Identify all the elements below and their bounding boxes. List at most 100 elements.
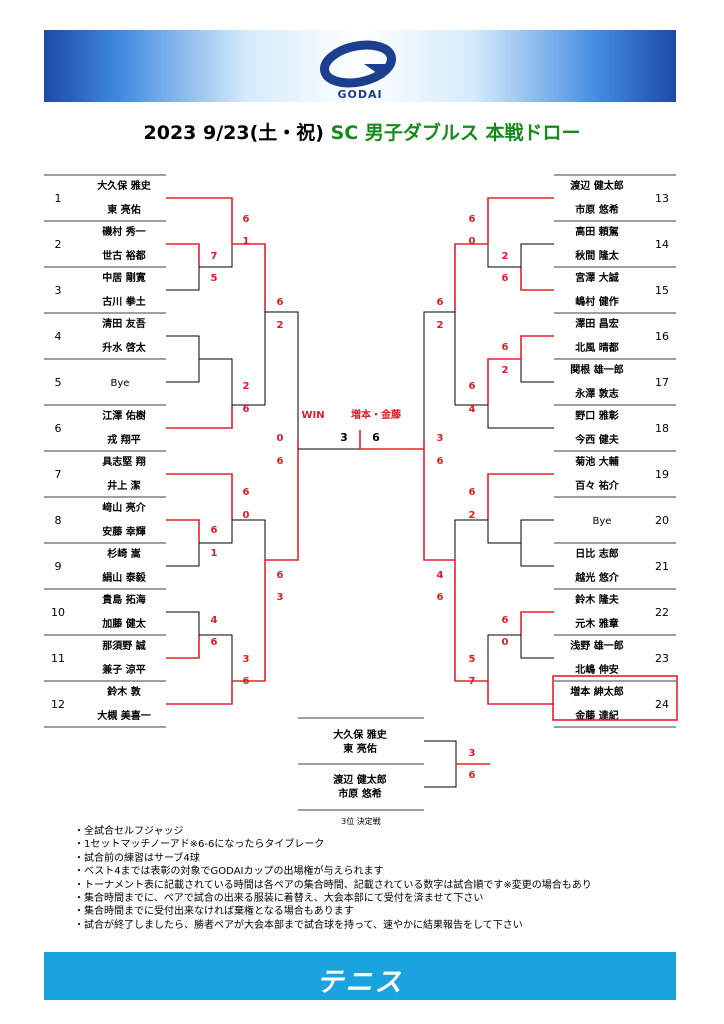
player-name: 大槻 美喜一 bbox=[97, 709, 150, 722]
player-name: 加藤 健太 bbox=[101, 617, 146, 630]
score-label: 6 bbox=[277, 456, 284, 467]
bracket-line bbox=[199, 358, 233, 405]
footer-text: テニス bbox=[316, 967, 404, 998]
score-label: 1 bbox=[243, 236, 250, 247]
player-name: 渡辺 健太郎 bbox=[333, 773, 386, 786]
player-name: 越光 悠介 bbox=[574, 571, 619, 584]
seed-number: 11 bbox=[51, 652, 65, 665]
player-name: 宮澤 大誠 bbox=[575, 271, 618, 284]
score-label: 6 bbox=[437, 297, 444, 308]
score-label: 0 bbox=[277, 433, 284, 444]
bracket-line bbox=[454, 312, 488, 406]
score-label: 2 bbox=[502, 251, 509, 262]
seed-number: 23 bbox=[655, 652, 669, 665]
note-line: ・トーナメント表に記載されている時間は各ペアの集合時間、記載されている数字は試合… bbox=[74, 879, 592, 891]
player-name: 鈴木 隆夫 bbox=[575, 593, 619, 606]
bracket-line bbox=[166, 519, 200, 543]
player-name: 安藤 幸輝 bbox=[102, 525, 145, 538]
player-name: 秋間 隆太 bbox=[575, 249, 619, 262]
player-name: 具志堅 翔 bbox=[101, 455, 145, 468]
player-name: 中居 剛寛 bbox=[102, 271, 145, 284]
score-label: 2 bbox=[469, 510, 476, 521]
player-name: 嶋村 健作 bbox=[575, 295, 618, 308]
score-label: 5 bbox=[469, 654, 476, 665]
score-label: 6 bbox=[469, 381, 476, 392]
player-name: 澤田 昌宏 bbox=[575, 317, 618, 330]
note-line: ・試合が終了しましたら、勝者ペアが大会本部まで試合球を持って、速やかに結果報告を… bbox=[74, 919, 523, 931]
player-name: 兼子 涼平 bbox=[102, 663, 145, 676]
player-name: 日比 志郎 bbox=[575, 547, 618, 560]
player-name: 高田 頼駕 bbox=[575, 225, 618, 238]
score-label: 6 bbox=[211, 637, 218, 648]
bracket-line bbox=[232, 312, 266, 406]
seed-number: 17 bbox=[655, 376, 669, 389]
seed-number: 16 bbox=[655, 330, 669, 343]
player-name: 﨑山 亮介 bbox=[102, 501, 146, 514]
seed-number: 20 bbox=[655, 514, 669, 527]
score-label: 3 bbox=[277, 592, 284, 603]
score-label: 2 bbox=[437, 320, 444, 331]
player-name: 元木 雅章 bbox=[575, 617, 618, 630]
player-name: 市原 悠希 bbox=[575, 203, 618, 216]
bracket-line bbox=[423, 311, 455, 440]
score-label: 5 bbox=[211, 273, 218, 284]
bracket-line bbox=[520, 543, 554, 567]
seed-number: 7 bbox=[55, 468, 62, 481]
player-name: 東 亮佑 bbox=[107, 203, 140, 216]
footer-banner: テニス bbox=[44, 952, 676, 1000]
seed-number: 13 bbox=[655, 192, 669, 205]
bracket-line bbox=[232, 560, 266, 682]
bracket-line bbox=[265, 311, 299, 440]
score-label: 3 bbox=[469, 748, 476, 759]
score-label: 2 bbox=[277, 320, 284, 331]
bracket-line bbox=[487, 197, 554, 244]
score-label: 1 bbox=[211, 548, 218, 559]
seed-number: 1 bbox=[55, 192, 62, 205]
bracket-line bbox=[265, 440, 299, 561]
title-event: SC 男子ダブルス 本戦ドロー bbox=[330, 122, 581, 144]
bracket-line bbox=[454, 560, 488, 682]
score-label: 6 bbox=[243, 214, 250, 225]
champion-name: 増本・金藤 bbox=[351, 408, 402, 421]
score-label: 6 bbox=[469, 770, 476, 781]
bracket-line bbox=[520, 635, 554, 659]
player-name: 菊池 大輔 bbox=[575, 455, 618, 468]
player-name: 増本 紳太郎 bbox=[570, 685, 623, 698]
player-name: 磯村 秀一 bbox=[102, 225, 145, 238]
third-place-label: 3位 決定戦 bbox=[341, 816, 381, 826]
score-label: 6 bbox=[502, 615, 509, 626]
seed-number: 4 bbox=[55, 330, 62, 343]
bracket-line bbox=[166, 267, 200, 291]
player-name: 百々 祐介 bbox=[575, 479, 619, 492]
bracket-line bbox=[520, 243, 554, 267]
bracket-line bbox=[487, 244, 521, 268]
score-label: 0 bbox=[469, 236, 476, 247]
bracket-line bbox=[166, 405, 233, 429]
player-name: 関根 雄一郎 bbox=[570, 363, 623, 376]
score-label: 6 bbox=[469, 214, 476, 225]
player-name: 渡辺 健太郎 bbox=[570, 179, 623, 192]
score-label: 2 bbox=[502, 365, 509, 376]
player-name: 清田 友吾 bbox=[102, 317, 145, 330]
bracket-line bbox=[424, 740, 457, 764]
bracket-line bbox=[520, 519, 554, 543]
player-name: 大久保 雅史 bbox=[333, 728, 387, 741]
bracket-line bbox=[423, 440, 455, 561]
player-name: 杉崎 嵩 bbox=[107, 547, 140, 560]
player-name: 那須野 誠 bbox=[102, 639, 145, 652]
seed-number: 22 bbox=[655, 606, 669, 619]
bracket-line bbox=[487, 473, 554, 520]
bracket-line bbox=[166, 197, 233, 244]
bracket-line bbox=[232, 519, 266, 560]
player-name: 市原 悠希 bbox=[338, 787, 381, 800]
bracket-line bbox=[487, 634, 521, 681]
note-line: ・1セットマッチノーアド※6-6になったらタイブレーク bbox=[74, 839, 325, 851]
seed-number: 12 bbox=[51, 698, 65, 711]
final-score-right: 6 bbox=[372, 431, 380, 444]
bracket-line bbox=[520, 359, 554, 383]
score-label: 6 bbox=[437, 456, 444, 467]
player-name: 升水 啓太 bbox=[102, 341, 146, 354]
player-name: 古川 拳土 bbox=[102, 295, 145, 308]
final-score-left: 3 bbox=[340, 431, 348, 444]
seed-number: 15 bbox=[655, 284, 669, 297]
